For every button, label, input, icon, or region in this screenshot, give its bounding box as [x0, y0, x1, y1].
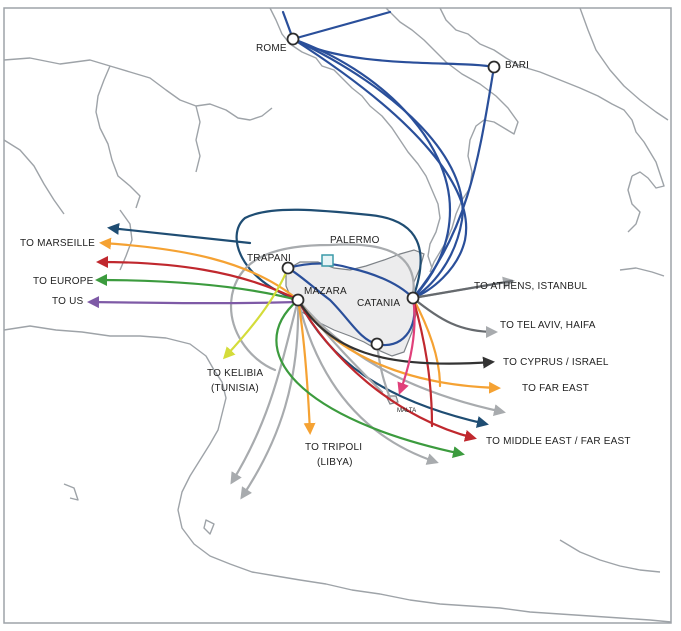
- green-routes: [95, 274, 465, 459]
- label-to-far-east: TO FAR EAST: [522, 383, 589, 394]
- catania-node: [406, 291, 420, 305]
- syracuse-node: [370, 337, 384, 351]
- purple-route: [87, 296, 300, 309]
- rome-node: [286, 32, 300, 46]
- dark-routes: [296, 279, 514, 369]
- label-to-middle-east: TO MIDDLE EAST / FAR EAST: [486, 436, 631, 447]
- backbone-routes: [281, 10, 496, 347]
- label-tripoli-country: (LIBYA): [317, 457, 353, 468]
- label-to-telaviv: TO TEL AVIV, HAIFA: [500, 320, 596, 331]
- label-malta: MALTA: [397, 408, 416, 414]
- label-to-athens: TO ATHENS, ISTANBUL: [474, 281, 588, 292]
- mazara-node: [291, 293, 305, 307]
- label-mazara: MAZARA: [304, 286, 347, 297]
- gray-routes: [229, 243, 515, 500]
- city-nodes: [281, 32, 501, 351]
- city-labels: ROME BARI PALERMO TRAPANI MAZARA CATANIA…: [247, 43, 529, 414]
- label-catania: CATANIA: [357, 298, 400, 309]
- coastlines: [3, 7, 672, 623]
- label-to-europe: TO EUROPE: [33, 276, 94, 287]
- pink-route: [397, 296, 416, 395]
- label-kelibia-country: (TUNISIA): [211, 383, 259, 394]
- trapani-node: [281, 261, 295, 275]
- label-to-marseille: TO MARSEILLE: [20, 238, 95, 249]
- destination-labels: TO MARSEILLE TO EUROPE TO US TO KELIBIA …: [20, 238, 631, 468]
- label-to-cyprus: TO CYPRUS / ISRAEL: [503, 357, 609, 368]
- label-palermo: PALERMO: [330, 235, 380, 246]
- label-to-us: TO US: [52, 296, 84, 307]
- palermo-node: [321, 254, 334, 267]
- label-bari: BARI: [505, 60, 529, 71]
- label-to-kelibia: TO KELIBIA: [207, 368, 263, 379]
- label-to-tripoli: TO TRIPOLI: [305, 442, 362, 453]
- yellow-route: [222, 266, 290, 360]
- bari-node: [487, 60, 501, 74]
- label-rome: ROME: [256, 43, 287, 54]
- label-trapani: TRAPANI: [247, 253, 291, 264]
